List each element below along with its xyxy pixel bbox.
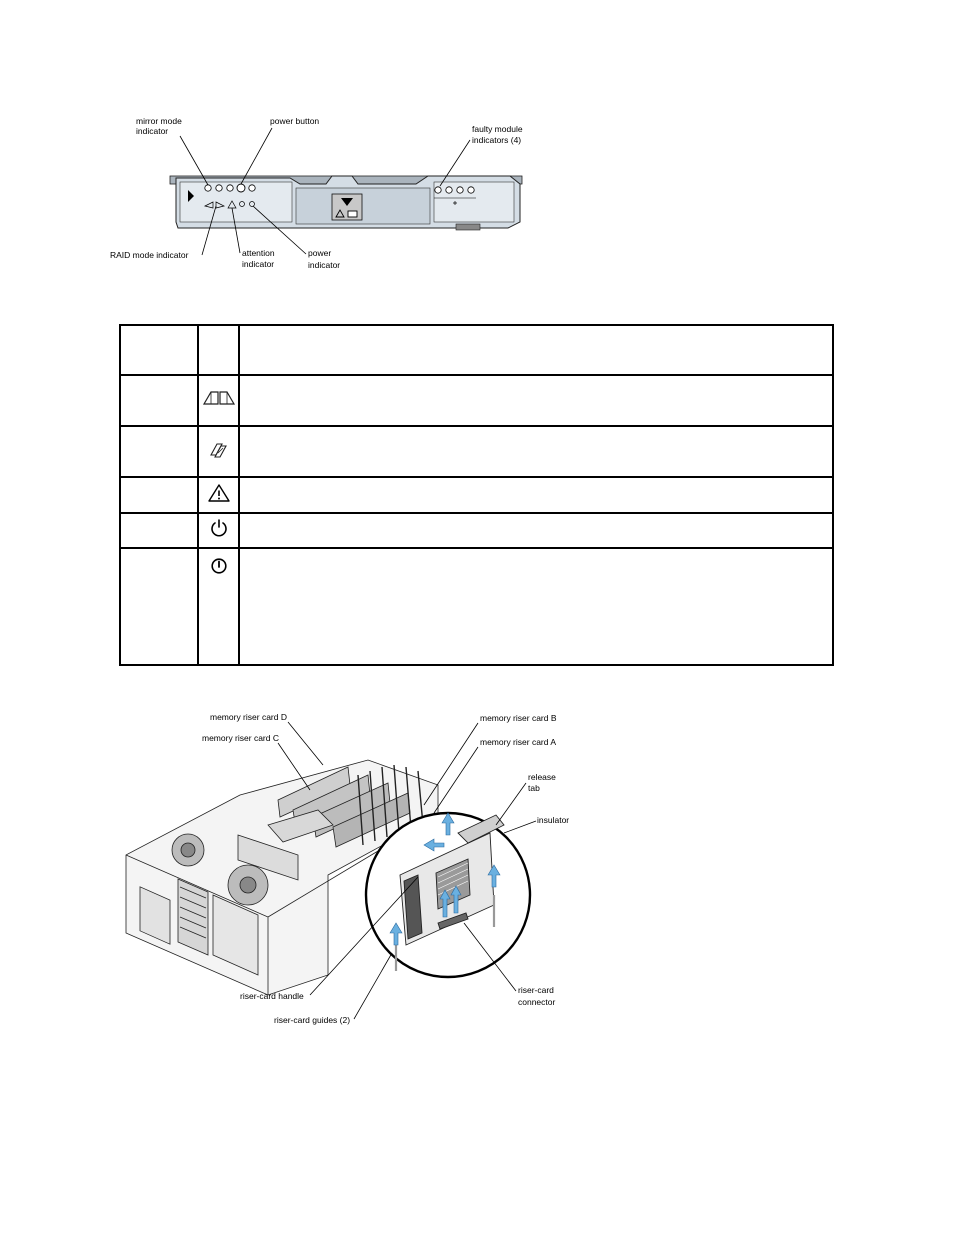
table-cell (119, 324, 199, 376)
table-cell (197, 512, 240, 549)
table-cell (197, 547, 240, 666)
memory-panel-drawing (169, 175, 523, 231)
faulty-module-label-1: faulty module (472, 124, 523, 134)
riser-connector-label-2: connector (518, 997, 555, 1007)
table-cell (238, 547, 834, 666)
table-cell (197, 324, 240, 376)
table-row (119, 425, 834, 478)
memory-panel-figure: mirror mode indicator power button fault… (110, 116, 523, 270)
release-tab-label-2: tab (528, 783, 540, 793)
attention-icon (207, 483, 230, 502)
riser-handle-label: riser-card handle (240, 991, 304, 1001)
mirror-mode-icon (202, 391, 235, 405)
riser-connector-label-1: riser-card (518, 985, 554, 995)
riser-b-label: memory riser card B (480, 713, 557, 723)
table-row (119, 476, 834, 514)
mirror-mode-label-1: mirror mode (136, 116, 182, 126)
insulator-label: insulator (537, 815, 569, 825)
table-cell (238, 512, 834, 549)
server-chassis-drawing (125, 759, 439, 996)
riser-a-label: memory riser card A (480, 737, 556, 747)
riser-card-figure: memory riser card D memory riser card C … (125, 712, 569, 1025)
power-button-icon (210, 519, 227, 537)
raid-mode-icon (209, 443, 227, 458)
table-cell (238, 324, 834, 376)
mirror-mode-label-2: indicator (136, 126, 168, 136)
release-tab-label-1: release (528, 772, 556, 782)
table-cell (197, 476, 240, 514)
raid-mode-label: RAID mode indicator (110, 250, 189, 260)
table-row (119, 324, 834, 376)
table-cell (119, 547, 199, 666)
table-row (119, 512, 834, 549)
table-cell (238, 476, 834, 514)
table-cell (119, 425, 199, 478)
table-cell (197, 374, 240, 427)
removal-arrows (389, 812, 501, 946)
table-cell (238, 374, 834, 427)
table-cell (119, 476, 199, 514)
indicator-table (119, 324, 834, 666)
table-cell (238, 425, 834, 478)
table-cell (119, 512, 199, 549)
table-cell (197, 425, 240, 478)
power-indicator-label-2: indicator (308, 260, 340, 270)
power-indicator-label-1: power (308, 248, 331, 258)
riser-c-label: memory riser card C (202, 733, 279, 743)
attention-label-1: attention (242, 248, 275, 258)
power-indicator-icon (210, 558, 227, 574)
attention-label-2: indicator (242, 259, 274, 269)
riser-card-detail (394, 814, 505, 971)
faulty-module-label-2: indicators (4) (472, 135, 521, 145)
table-cell (119, 374, 199, 427)
table-row (119, 547, 834, 666)
riser-guides-label: riser-card guides (2) (274, 1015, 350, 1025)
table-row (119, 374, 834, 427)
power-button-label: power button (270, 116, 319, 126)
riser-d-label: memory riser card D (210, 712, 287, 722)
